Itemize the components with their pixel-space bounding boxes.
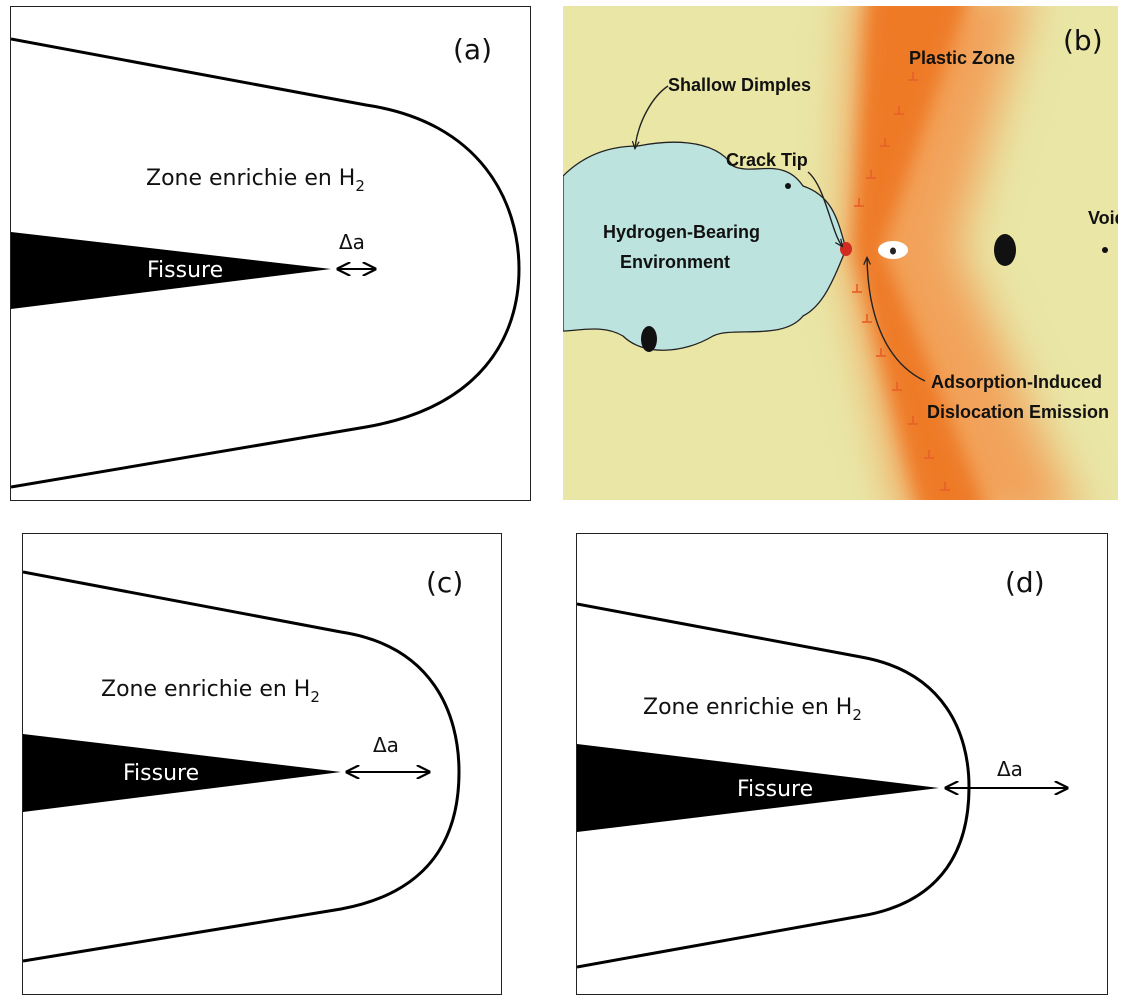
panel-letter: (d) — [1005, 566, 1045, 599]
panel-letter: (c) — [426, 566, 463, 599]
zone-label: Zone enrichie en H2 — [643, 695, 862, 724]
adsorption-label-line1: Adsorption-Induced — [931, 372, 1102, 392]
delta-a-label: Δa — [373, 733, 399, 757]
void-label: Void — [1088, 208, 1118, 228]
dimple-pit — [785, 183, 791, 189]
void-small — [1102, 247, 1108, 253]
zone-label: Zone enrichie en H2 — [146, 166, 365, 195]
hydrogen-zone-boundary — [23, 570, 461, 963]
panel-c: Fissure Δa Zone enrichie en H2 (c) — [22, 533, 502, 995]
crack-wedge — [11, 232, 331, 309]
crack-label: Fissure — [737, 777, 813, 802]
shallow-dimples-label: Shallow Dimples — [668, 75, 811, 95]
zone-label: Zone enrichie en H2 — [101, 677, 320, 706]
panel-d: Fissure Δa Zone enrichie en H2 (d) — [576, 533, 1108, 995]
crack-wedge — [577, 744, 939, 832]
environment-label-line2: Environment — [620, 252, 730, 272]
panel-letter: (b) — [1063, 24, 1103, 57]
crack-tip-leader — [807, 171, 842, 246]
adsorption-leader — [867, 258, 926, 382]
environment-label-line1: Hydrogen-Bearing — [603, 222, 760, 242]
dislocation-symbols — [852, 72, 950, 491]
crack-label: Fissure — [147, 258, 223, 283]
panel-d-diagram: Fissure Δa Zone enrichie en H2 (d) — [577, 566, 1107, 969]
hydrogen-zone-boundary — [11, 37, 521, 489]
shallow-dimples-leader — [635, 85, 669, 148]
void — [994, 234, 1016, 266]
plastic-zone-label: Plastic Zone — [909, 48, 1015, 68]
panel-c-diagram: Fissure Δa Zone enrichie en H2 (c) — [23, 566, 463, 963]
void-nucleus-core — [890, 247, 896, 255]
panel-a: Fissure Δa Zone enrichie en H2 (a) — [10, 6, 531, 501]
panel-letter: (a) — [453, 33, 492, 66]
crack-tip-label: Crack Tip — [726, 150, 808, 170]
crack-wedge — [23, 734, 341, 812]
crack-tip-dot — [840, 242, 852, 256]
panel-a-diagram: Fissure Δa Zone enrichie en H2 (a) — [11, 33, 521, 489]
delta-a-label: Δa — [997, 757, 1023, 781]
panel-b: Plastic Zone Shallow Dimples Crack Tip H… — [563, 6, 1118, 500]
adsorption-label-line2: Dislocation Emission — [927, 402, 1109, 422]
panel-b-illustration: Plastic Zone Shallow Dimples Crack Tip H… — [563, 6, 1118, 500]
crack-label: Fissure — [123, 761, 199, 786]
plastic-zone-core — [853, 6, 983, 500]
delta-a-label: Δa — [339, 230, 365, 254]
dimple-pit — [641, 326, 657, 352]
